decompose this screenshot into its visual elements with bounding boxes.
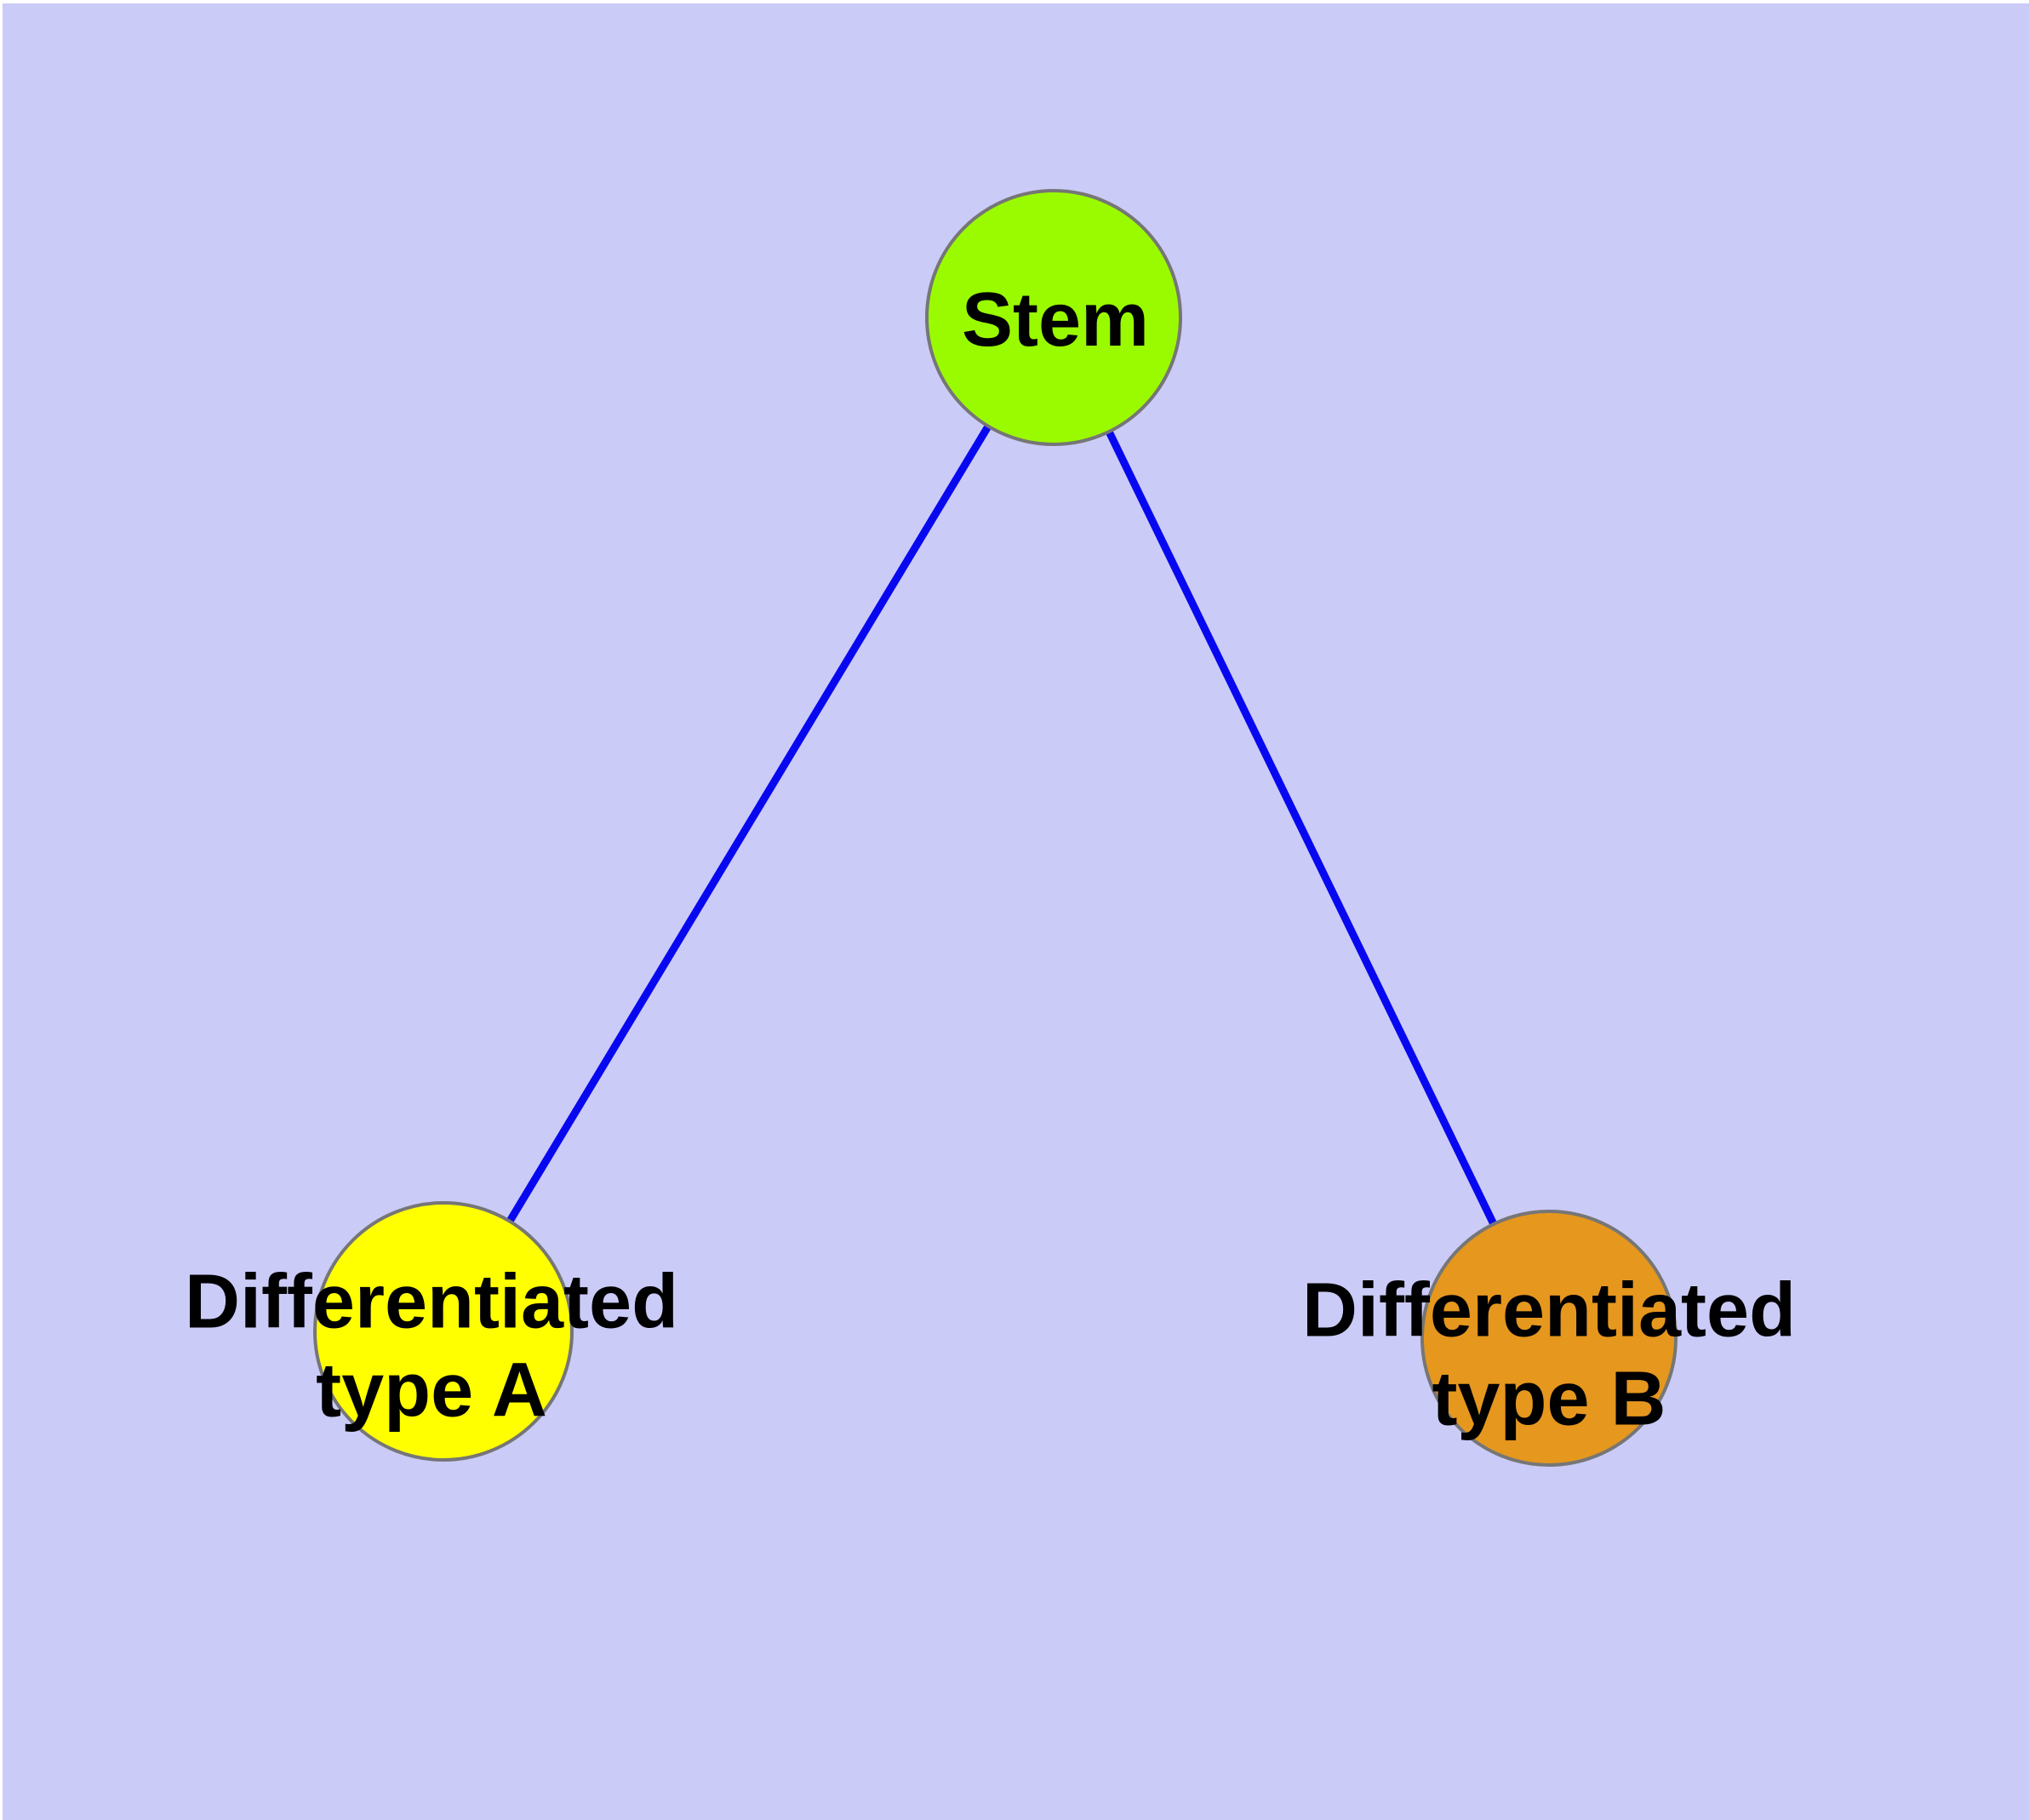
node-stem-label: Stem <box>962 276 1149 364</box>
node-differentiated-type-a-label: Differentiated type A <box>185 1258 678 1436</box>
node-differentiated-type-a <box>313 1201 574 1462</box>
node-differentiated-type-b <box>1420 1210 1677 1467</box>
node-type-a-label-line-2: type A <box>316 1348 547 1434</box>
node-stem <box>925 189 1182 446</box>
node-type-a-label-line-1: Differentiated <box>184 1259 679 1345</box>
edges-layer <box>440 315 1553 1340</box>
node-type-b-label-line-2: type B <box>1432 1357 1666 1442</box>
node-stem-label-line: Stem <box>961 277 1150 363</box>
node-type-b-label-line-1: Differentiated <box>1301 1268 1797 1354</box>
edge-stem-to-type-a <box>440 315 1057 1334</box>
node-differentiated-type-b-label: Differentiated type B <box>1302 1267 1796 1445</box>
edge-stem-to-type-b <box>1049 316 1553 1340</box>
diagram-canvas: Stem Differentiated type A Differentiate… <box>3 3 2029 1820</box>
